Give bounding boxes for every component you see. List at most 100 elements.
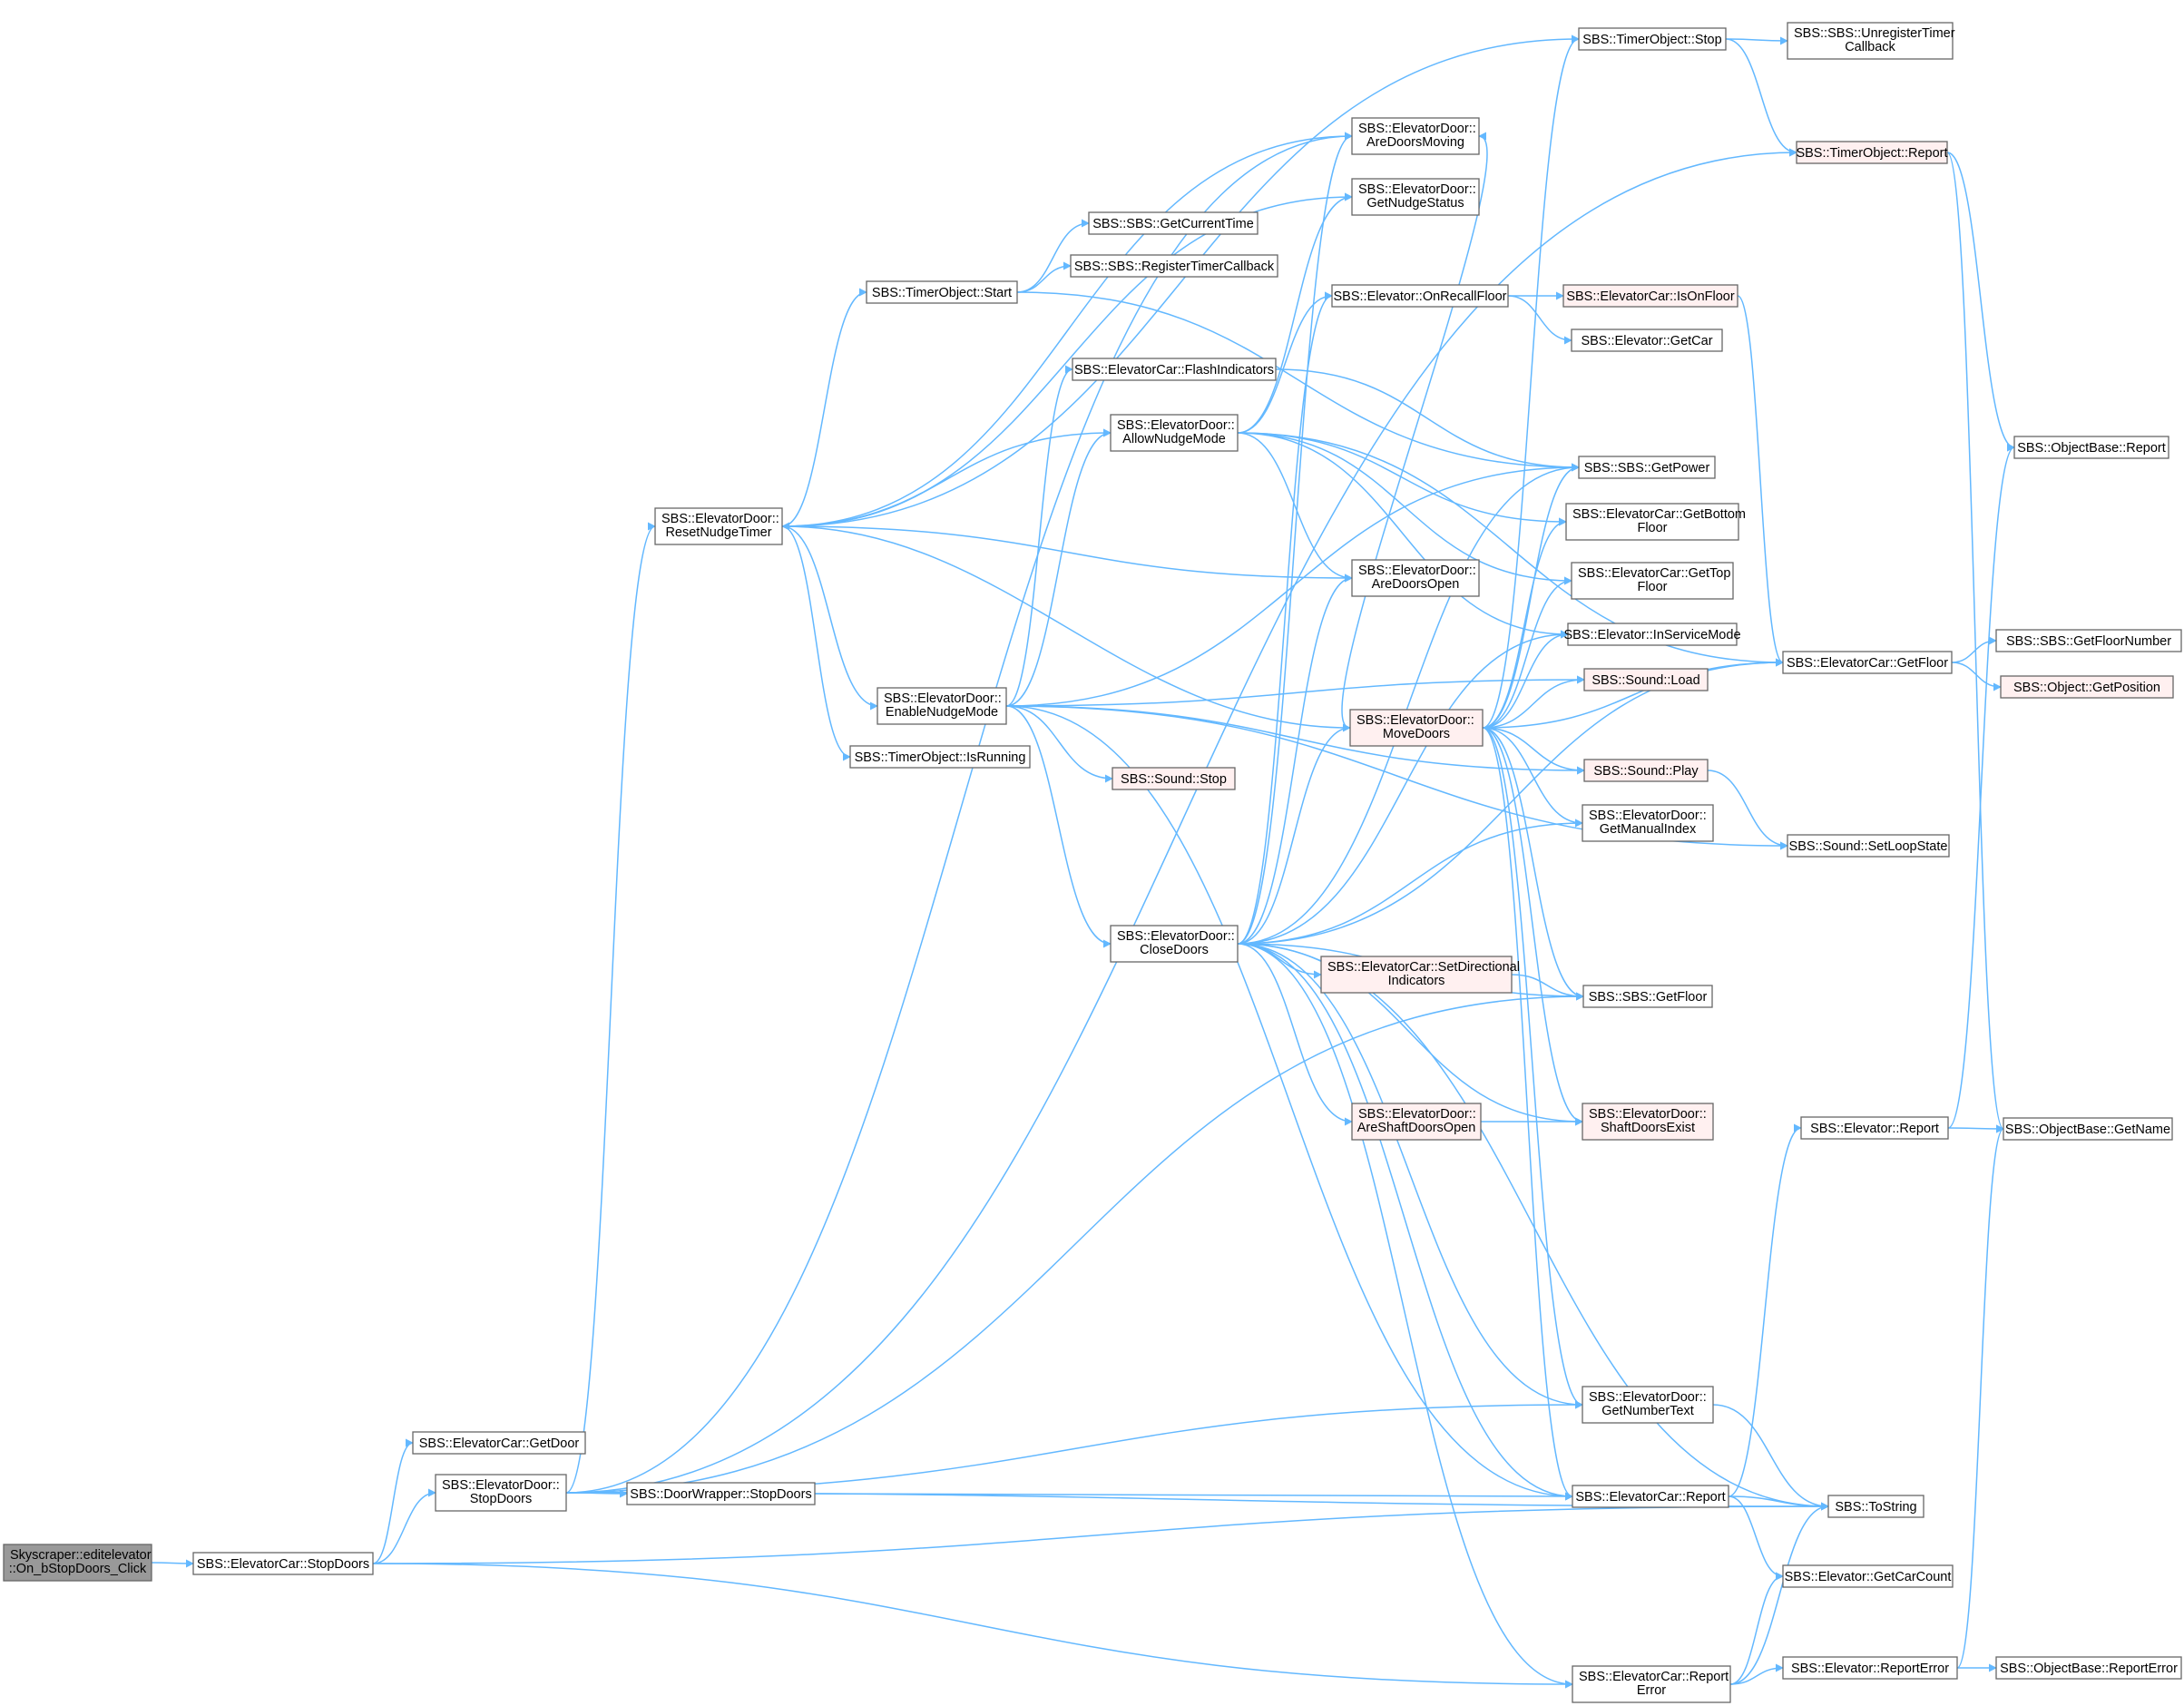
node-floor-number[interactable]: SBS::SBS::GetFloorNumber [1995,629,2182,652]
node-get-current-time[interactable]: SBS::SBS::GetCurrentTime [1088,211,1258,235]
edge-close-doors-to-car-getfloor [1237,658,1784,945]
node-doors-moving[interactable]: SBS::ElevatorDoor::AreDoorsMoving [1351,117,1480,155]
node-label: SBS::ElevatorDoor:: [884,691,1002,706]
node-box [1582,804,1714,842]
node-allow-nudge[interactable]: SBS::ElevatorDoor::AllowNudgeMode [1110,414,1239,452]
node-timer-stop[interactable]: SBS::TimerObject::Stop [1578,27,1727,51]
node-box [1565,503,1739,541]
node-label: Indicators [1388,974,1445,988]
node-close-doors[interactable]: SBS::ElevatorDoor::CloseDoors [1110,925,1239,963]
node-box [2003,1117,2173,1141]
node-label: SBS::ElevatorCar::SetDirectional [1327,960,1520,975]
node-doors-open[interactable]: SBS::ElevatorDoor::AreDoorsOpen [1351,559,1480,597]
node-ob-report[interactable]: SBS::ObjectBase::Report [2013,436,2169,459]
node-enable-nudge[interactable]: SBS::ElevatorDoor::EnableNudgeMode [877,687,1007,725]
node-box [1072,358,1277,381]
node-timer-isrunning[interactable]: SBS::TimerObject::IsRunning [849,745,1031,769]
node-car-stopdoors[interactable]: SBS::ElevatorCar::StopDoors [192,1552,374,1575]
node-box [1351,117,1480,155]
node-number-text[interactable]: SBS::ElevatorDoor::GetNumberText [1582,1386,1714,1424]
node-label: SBS::ElevatorCar::GetFloor [1787,656,1948,671]
edge-timer-report-to-ob-getname [1946,152,2004,1133]
edge-move-doors-to-bottom-floor [1482,517,1567,729]
edge-reset-nudge-to-doors-open [781,525,1353,583]
node-label: SBS::Elevator::InServiceMode [1563,628,1740,642]
node-manual-index[interactable]: SBS::ElevatorDoor::GetManualIndex [1582,804,1714,842]
edge-allow-nudge-to-inservice [1237,432,1569,639]
node-root[interactable]: Skyscraper::editelevator::On_bStopDoors_… [3,1544,152,1582]
edge-reset-nudge-to-allow-nudge [781,428,1112,527]
node-box [435,1474,567,1512]
node-loop-state[interactable]: SBS::Sound::SetLoopState [1787,834,1950,858]
node-car-report[interactable]: SBS::ElevatorCar::Report [1572,1485,1729,1508]
node-car-isonfloor[interactable]: SBS::ElevatorCar::IsOnFloor [1562,284,1738,308]
edge-timer-report-to-ob-report [1946,152,2015,452]
edge-elev-report-error-to-ob-getname [1956,1124,2004,1669]
node-ob-report-error[interactable]: SBS::ObjectBase::ReportError [1995,1656,2182,1680]
node-flash-ind[interactable]: SBS::ElevatorCar::FlashIndicators [1072,358,1277,381]
edge-move-doors-to-car-getfloor [1482,658,1784,729]
edge-allow-nudge-to-doors-open [1237,432,1353,583]
node-car-getfloor[interactable]: SBS::ElevatorCar::GetFloor [1782,651,1953,674]
node-ob-getname[interactable]: SBS::ObjectBase::GetName [2003,1117,2173,1141]
node-reset-nudge[interactable]: SBS::ElevatorDoor::ResetNudgeTimer [654,507,783,545]
node-box [1583,668,1709,691]
edge-move-doors-to-car-report [1482,727,1573,1501]
node-box [1088,211,1258,235]
node-box [1800,1116,1949,1140]
node-timer-report[interactable]: SBS::TimerObject::Report [1796,141,1948,164]
edge-door-stopdoors-to-timer-report [565,148,1797,1494]
node-elev-getcar[interactable]: SBS::Elevator::GetCar [1571,328,1723,352]
node-wrapper-stopdoors[interactable]: SBS::DoorWrapper::StopDoors [626,1482,816,1505]
edge-number-text-to-tostring [1712,1404,1829,1511]
node-box [1351,178,1480,216]
node-sound-play[interactable]: SBS::Sound::Play [1583,759,1709,782]
edge-flash-ind-to-get-power [1275,368,1580,472]
edge-enable-nudge-to-flash-ind [1005,365,1073,707]
node-timer-start[interactable]: SBS::TimerObject::Start [866,280,1018,304]
node-nudge-status[interactable]: SBS::ElevatorDoor::GetNudgeStatus [1351,178,1480,216]
node-register-timer[interactable]: SBS::SBS::RegisterTimerCallback [1070,254,1278,278]
node-get-power[interactable]: SBS::SBS::GetPower [1578,456,1716,479]
edge-close-doors-to-doors-open [1237,574,1353,945]
node-tostring[interactable]: SBS::ToString [1827,1495,1924,1518]
node-door-stopdoors[interactable]: SBS::ElevatorDoor::StopDoors [435,1474,567,1512]
node-label: SBS::ElevatorDoor:: [1589,1107,1707,1122]
node-sound-stop[interactable]: SBS::Sound::Stop [1112,767,1236,790]
node-box [1572,1485,1729,1508]
edge-enable-nudge-to-car-report [1005,705,1573,1501]
node-shaft-exist[interactable]: SBS::ElevatorDoor::ShaftDoorsExist [1582,1103,1714,1141]
node-car-report-error[interactable]: SBS::ElevatorCar::ReportError [1572,1665,1731,1703]
node-label: GetNudgeStatus [1366,196,1464,211]
node-box [1112,767,1236,790]
node-elev-report[interactable]: SBS::Elevator::Report [1800,1116,1949,1140]
node-car-getdoor[interactable]: SBS::ElevatorCar::GetDoor [412,1431,586,1455]
node-box [654,507,783,545]
node-label: AreDoorsMoving [1366,135,1464,150]
node-inservice[interactable]: SBS::Elevator::InServiceMode [1563,623,1741,646]
node-label: SBS::ObjectBase::Report [2017,441,2166,456]
node-set-dir-ind[interactable]: SBS::ElevatorCar::SetDirectionalIndicato… [1320,956,1520,994]
node-label: EnableNudgeMode [886,705,998,720]
node-sbs-getfloor[interactable]: SBS::SBS::GetFloor [1582,985,1713,1008]
node-elev-report-error[interactable]: SBS::Elevator::ReportError [1782,1656,1958,1680]
edge-allow-nudge-to-bottom-floor [1237,432,1567,526]
node-label: SBS::ElevatorCar::GetBottom [1572,507,1746,522]
node-label: SBS::ElevatorDoor:: [1358,564,1476,578]
node-sound-load[interactable]: SBS::Sound::Load [1583,668,1709,691]
node-label: Floor [1637,521,1667,535]
node-on-recall[interactable]: SBS::Elevator::OnRecallFloor [1331,284,1509,308]
nodes-layer: Skyscraper::editelevator::On_bStopDoors_… [3,22,2182,1703]
node-car-count[interactable]: SBS::Elevator::GetCarCount [1782,1564,1954,1588]
node-box [1796,141,1948,164]
node-label: SBS::ElevatorDoor:: [1589,809,1707,823]
node-obj-getposition[interactable]: SBS::Object::GetPosition [2000,675,2174,699]
edge-enable-nudge-to-get-power [1005,463,1580,707]
node-move-doors[interactable]: SBS::ElevatorDoor::MoveDoors [1349,709,1484,747]
node-shaft-open[interactable]: SBS::ElevatorDoor::AreShaftDoorsOpen [1351,1103,1482,1141]
node-label: ResetNudgeTimer [665,525,771,540]
